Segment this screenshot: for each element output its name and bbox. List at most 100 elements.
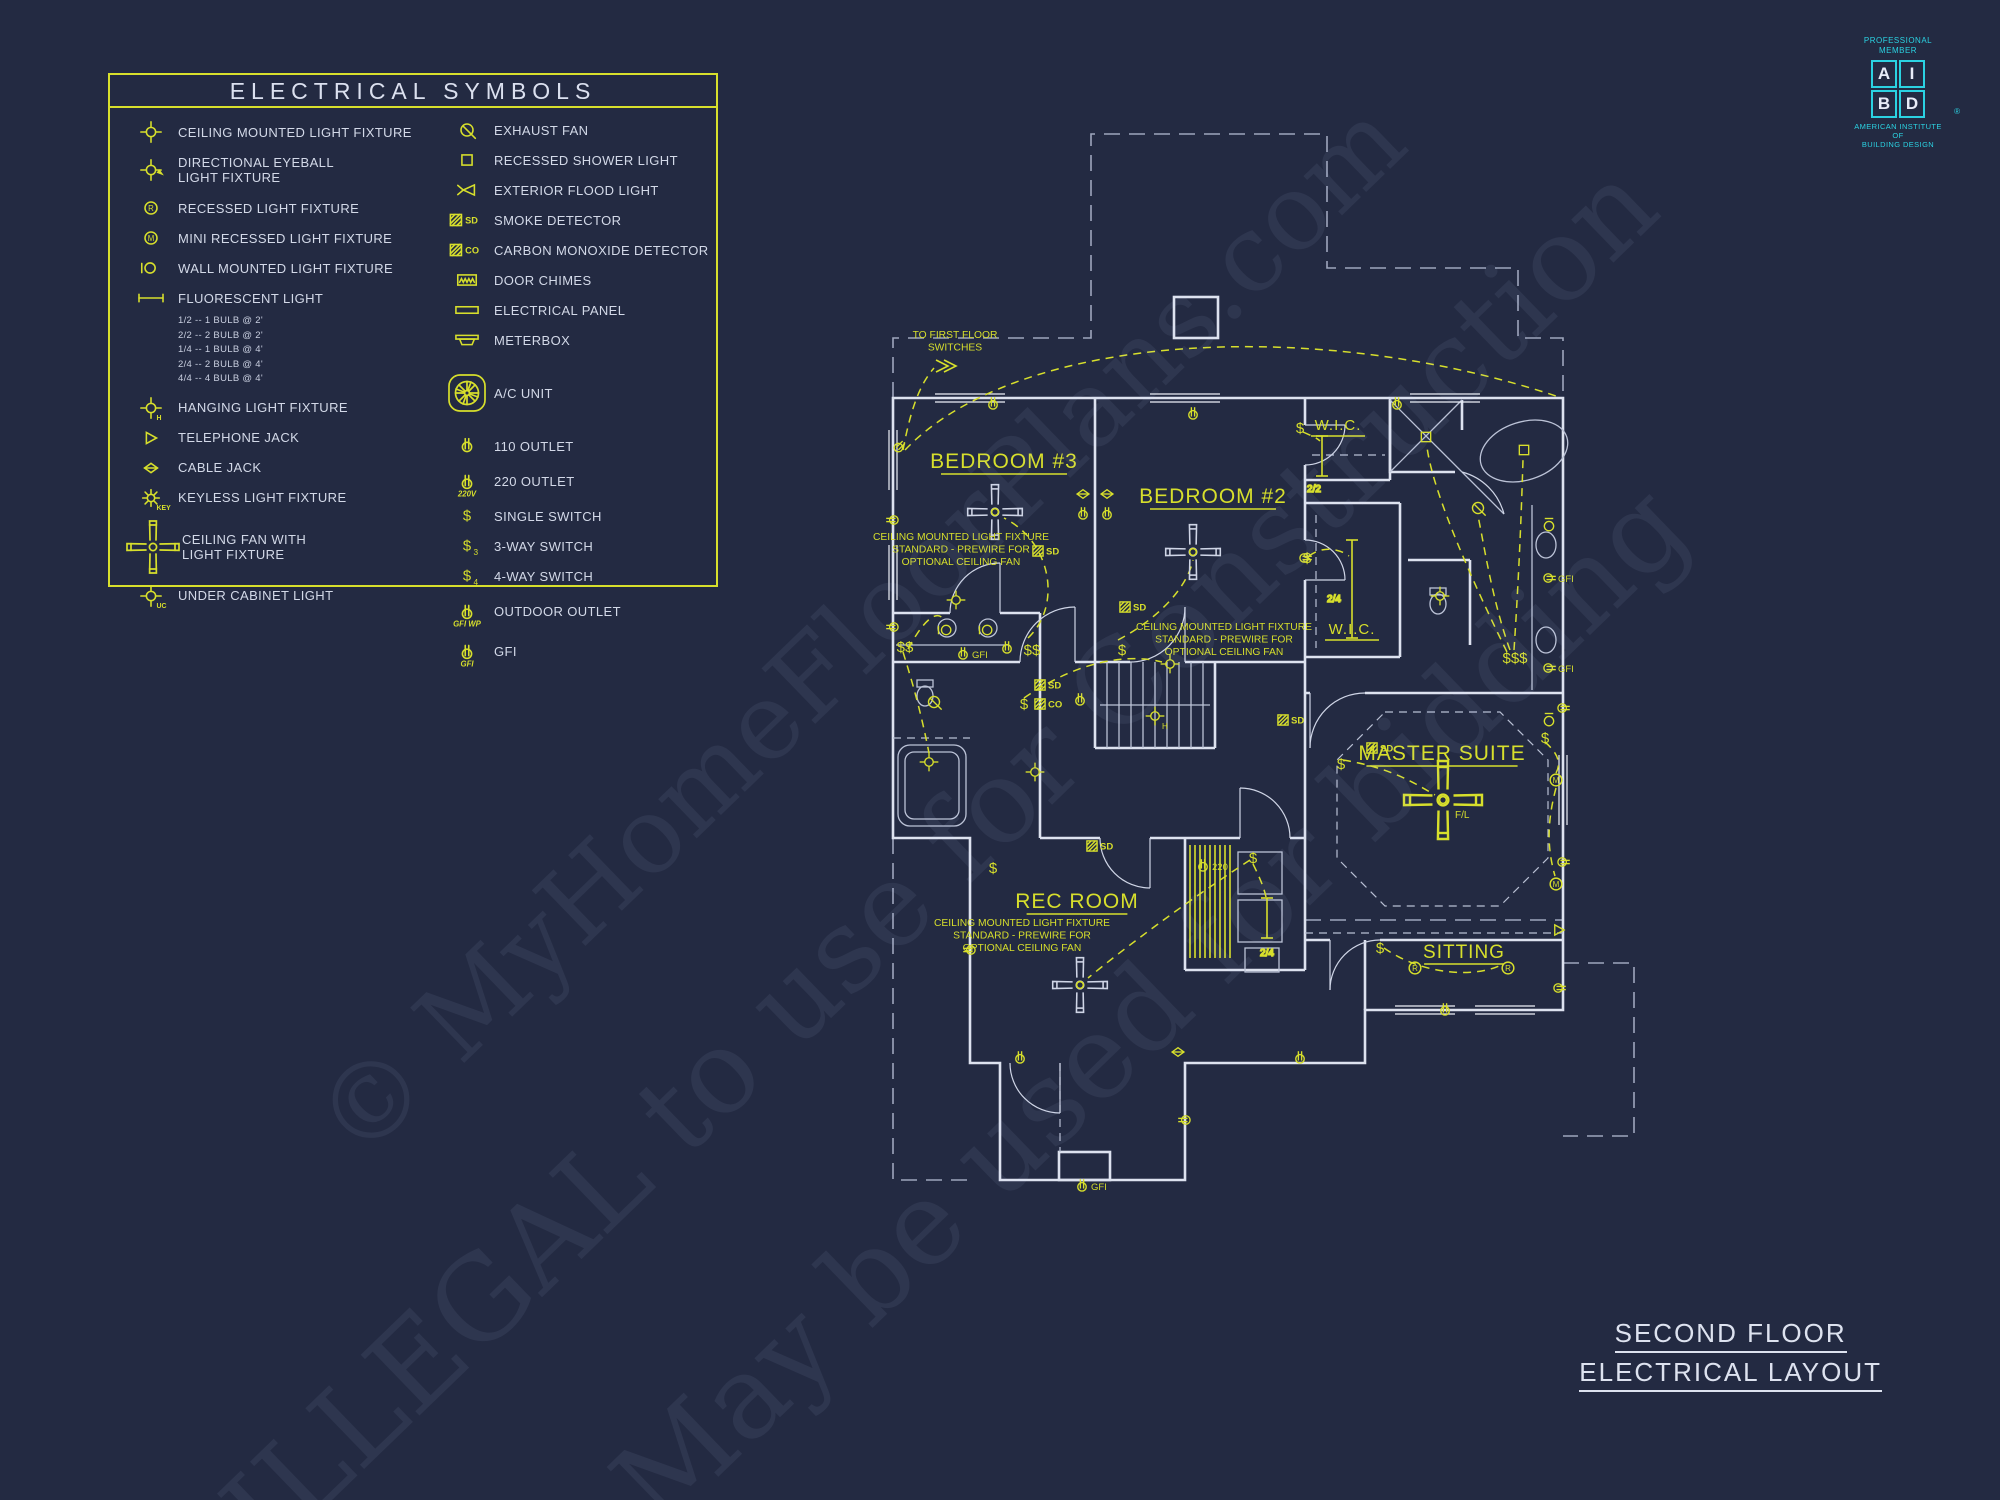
eyeball-icon-cell [124, 155, 178, 185]
sd-symbol: CO [1034, 698, 1062, 711]
legend-item-label: UNDER CABINET LIGHT [178, 588, 334, 603]
outlet-symbol: 220 [1198, 858, 1228, 873]
cable-symbol [1171, 1047, 1185, 1057]
legend-item-label: DOOR CHIMES [494, 272, 592, 288]
outlet-symbol [1002, 640, 1012, 654]
svg-text:GFI: GFI [460, 660, 474, 669]
svg-text:220: 220 [1212, 862, 1228, 873]
outlet-icon-cell: GFI [440, 631, 494, 671]
cable-icon-cell [124, 453, 178, 483]
svg-text:R: R [1505, 964, 1511, 973]
walls [891, 396, 1565, 1182]
registered-mark: ® [1954, 107, 1960, 116]
switch-icon-cell: $3 [440, 531, 494, 561]
fanw-symbol [1166, 525, 1221, 580]
outlet-icon: GFI [460, 644, 474, 669]
legend-item-label: FLUORESCENT LIGHT [178, 290, 324, 306]
legend-item: DOOR CHIMES [440, 265, 716, 295]
switch-symbol: $ [1541, 730, 1550, 747]
legend-item-label: CABLE JACK [178, 460, 262, 475]
sheet-title-line2: ELECTRICAL LAYOUT [1579, 1357, 1882, 1392]
outlet-symbol: GFI [1543, 663, 1574, 675]
svg-text:$$$: $$$ [1502, 650, 1528, 667]
legend-item: TELEPHONE JACK [124, 423, 426, 453]
svg-text:$: $ [1296, 420, 1305, 437]
lc-symbol: R [1408, 961, 1422, 975]
legend-item: METERBOX [440, 325, 716, 355]
svg-text:SD: SD [1048, 681, 1061, 692]
legend-item-label: RECESSED LIGHT FIXTURE [178, 200, 360, 216]
legend-item-label: WALL MOUNTED LIGHT FIXTURE [178, 260, 394, 276]
sd-symbol: SD [1366, 742, 1393, 755]
logo-member-line1: PROFESSIONAL [1863, 36, 1933, 45]
svg-text:$: $ [463, 539, 471, 555]
legend-title: ELECTRICAL SYMBOLS [110, 75, 716, 108]
legend-item-label: 220 OUTLET [494, 473, 575, 489]
svg-text:$: $ [989, 860, 998, 877]
switch-symbol: $$ [897, 639, 914, 656]
svg-text:KEY: KEY [157, 505, 172, 512]
outlet-symbol [1075, 692, 1085, 706]
svg-text:$: $ [1249, 850, 1258, 867]
laundry-hatch [1189, 845, 1231, 958]
outlet-icon-cell: GFI WP [440, 591, 494, 631]
switch-symbol: $$ [1024, 642, 1041, 659]
switch-symbol: $$$ [1502, 650, 1528, 667]
legend-item-label: ELECTRICAL PANEL [494, 302, 626, 318]
clight-icon-cell: UC [124, 581, 178, 611]
room-label: MASTER SUITE [1358, 742, 1525, 765]
switch-symbol: $ [1118, 642, 1127, 659]
clight-symbol [945, 589, 967, 611]
roof-outline [892, 133, 1635, 1181]
outlet-symbol: GFI [958, 646, 988, 661]
legend-item-label: EXHAUST FAN [494, 122, 589, 138]
clight-icon: UC [140, 584, 167, 610]
svg-text:R: R [148, 204, 154, 213]
legend-item: CEILING MOUNTED LIGHT FIXTURE [124, 117, 426, 147]
wl-symbol [1543, 517, 1555, 532]
clight-icon [140, 121, 162, 143]
exh-symbol [1471, 501, 1487, 517]
logo-letter-d: D [1899, 90, 1925, 118]
legend-item: A/C UNIT [440, 355, 716, 431]
legend-item-label: CARBON MONOXIDE DETECTOR [494, 242, 709, 258]
switch-symbol: $ [1249, 850, 1258, 867]
clight-icon-cell [124, 117, 178, 147]
fluor-icon [138, 293, 164, 303]
logo-letter-i: I [1899, 60, 1925, 88]
outlet-icon: GFI WP [453, 604, 482, 629]
switch-icon: $3 [463, 539, 479, 558]
exh-icon [460, 123, 477, 140]
lc-symbol: R [1501, 961, 1515, 975]
outlet-symbol [1188, 406, 1198, 420]
switch-icon-cell: $ [440, 501, 494, 531]
det-icon-cell: CO [440, 235, 494, 265]
fluorescent-fixture: 2/2 [1306, 435, 1328, 496]
svg-text:3: 3 [473, 547, 478, 557]
outlet-icon [461, 437, 473, 453]
letter-icon-cell: R [124, 193, 178, 223]
legend-item: ELECTRICAL PANEL [440, 295, 716, 325]
legend-item-label: RECESSED SHOWER LIGHT [494, 152, 678, 168]
legend-item: EXTERIOR FLOOD LIGHT [440, 175, 716, 205]
sq-symbol [1518, 444, 1530, 456]
svg-text:SD: SD [1291, 716, 1304, 727]
switch-icon-cell: $4 [440, 561, 494, 591]
legend-item-label: CEILING MOUNTED LIGHT FIXTURE [178, 124, 412, 140]
logo-letter-a: A [1871, 60, 1897, 88]
legend-item-label: TELEPHONE JACK [178, 430, 300, 445]
ac-icon-cell [440, 366, 494, 420]
legend-item-label: KEYLESS LIGHT FIXTURE [178, 490, 347, 505]
flood-icon [456, 184, 476, 196]
sd-symbol: SD [1277, 714, 1304, 727]
